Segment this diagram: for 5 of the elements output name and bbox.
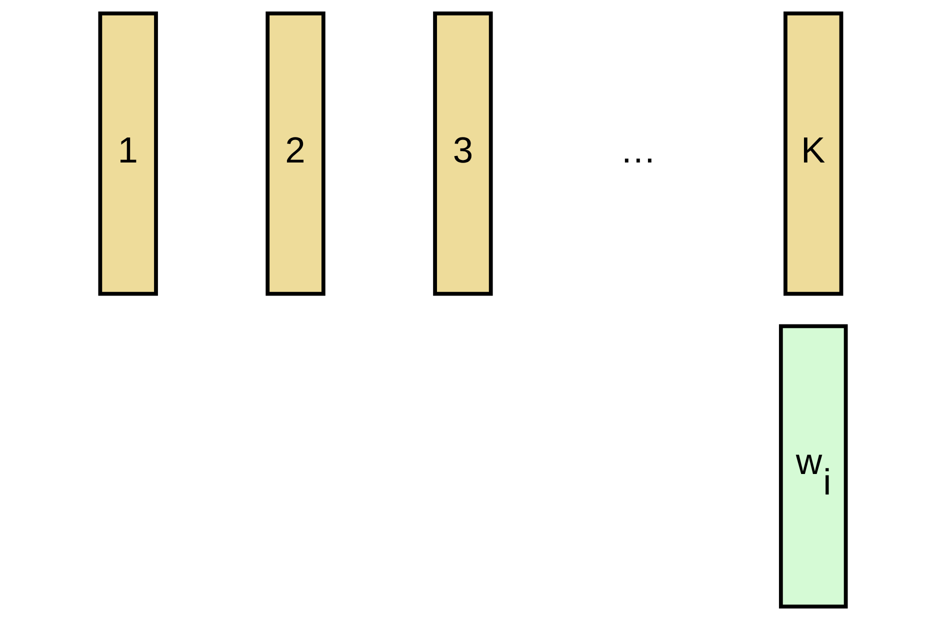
node-box: 2 (265, 12, 325, 296)
label: … (619, 130, 656, 171)
node-box: K (783, 12, 843, 296)
node-box: 1 (98, 12, 158, 296)
node-box: 3 (432, 12, 492, 296)
